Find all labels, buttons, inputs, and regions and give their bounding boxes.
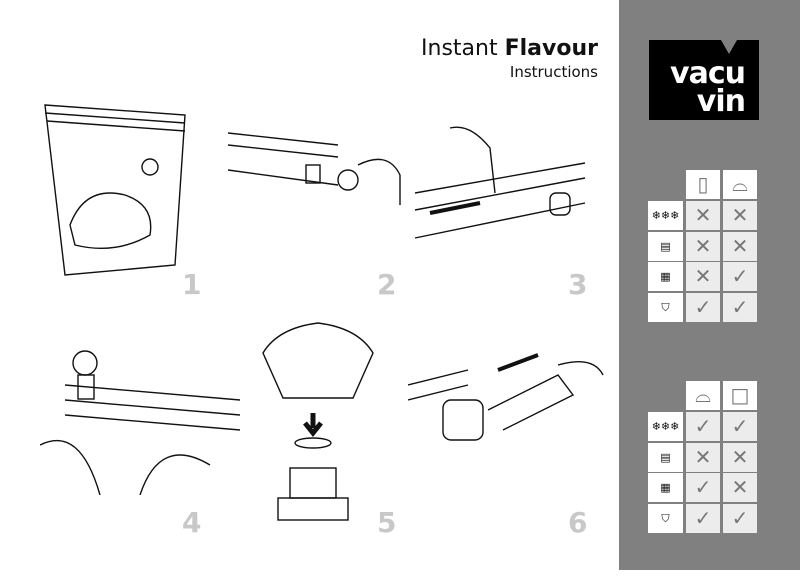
compat-mark: ✕ (686, 201, 720, 230)
oven-icon: ▦ (648, 262, 683, 291)
compat-mark: ✕ (723, 473, 757, 502)
compat-mark: ✕ (723, 201, 757, 230)
compat-mark: ✓ (686, 473, 720, 502)
step-number: 4 (182, 506, 202, 539)
step-5-illustration (262, 322, 374, 521)
step-number: 2 (377, 268, 397, 301)
step-number: 5 (377, 506, 397, 539)
compat-mark: ✓ (723, 503, 757, 533)
microwave-icon: ▤ (648, 231, 683, 261)
compat-mark: ✓ (686, 292, 720, 322)
compat-mark: ✓ (686, 412, 720, 441)
compat-mark: ✕ (686, 231, 720, 261)
container-base-icon: ⌓ (686, 381, 720, 410)
step-4-illustration (40, 350, 240, 495)
step-number: 6 (568, 506, 588, 539)
bag-icon: □ (723, 381, 757, 410)
step-number: 3 (568, 268, 588, 301)
dishwasher-icon: ⛉ (648, 292, 683, 322)
step-3-illustration (414, 126, 586, 239)
freezer-icon: ❄❄❄ (648, 201, 683, 230)
compat-mark: ✕ (686, 442, 720, 472)
microwave-icon: ▤ (648, 442, 683, 472)
step-2-illustration (228, 132, 401, 205)
container-lid-icon: ⌓ (723, 170, 757, 199)
freezer-icon: ❄❄❄ (648, 412, 683, 441)
compat-mark: ✓ (723, 292, 757, 322)
step-1-illustration (44, 104, 186, 276)
compat-mark: ✕ (723, 442, 757, 472)
pump-icon: ▯ (686, 170, 720, 199)
compat-mark: ✕ (723, 231, 757, 261)
compat-mark: ✓ (723, 412, 757, 441)
oven-icon: ▦ (648, 473, 683, 502)
dishwasher-icon: ⛉ (648, 503, 683, 533)
compat-mark: ✓ (723, 262, 757, 291)
page-title: Instant Flavour (421, 36, 598, 61)
compat-mark: ✕ (686, 262, 720, 291)
step-number: 1 (182, 268, 202, 301)
page-subtitle: Instructions (509, 63, 598, 81)
step-6-illustration (408, 353, 604, 441)
compat-mark: ✓ (686, 503, 720, 533)
